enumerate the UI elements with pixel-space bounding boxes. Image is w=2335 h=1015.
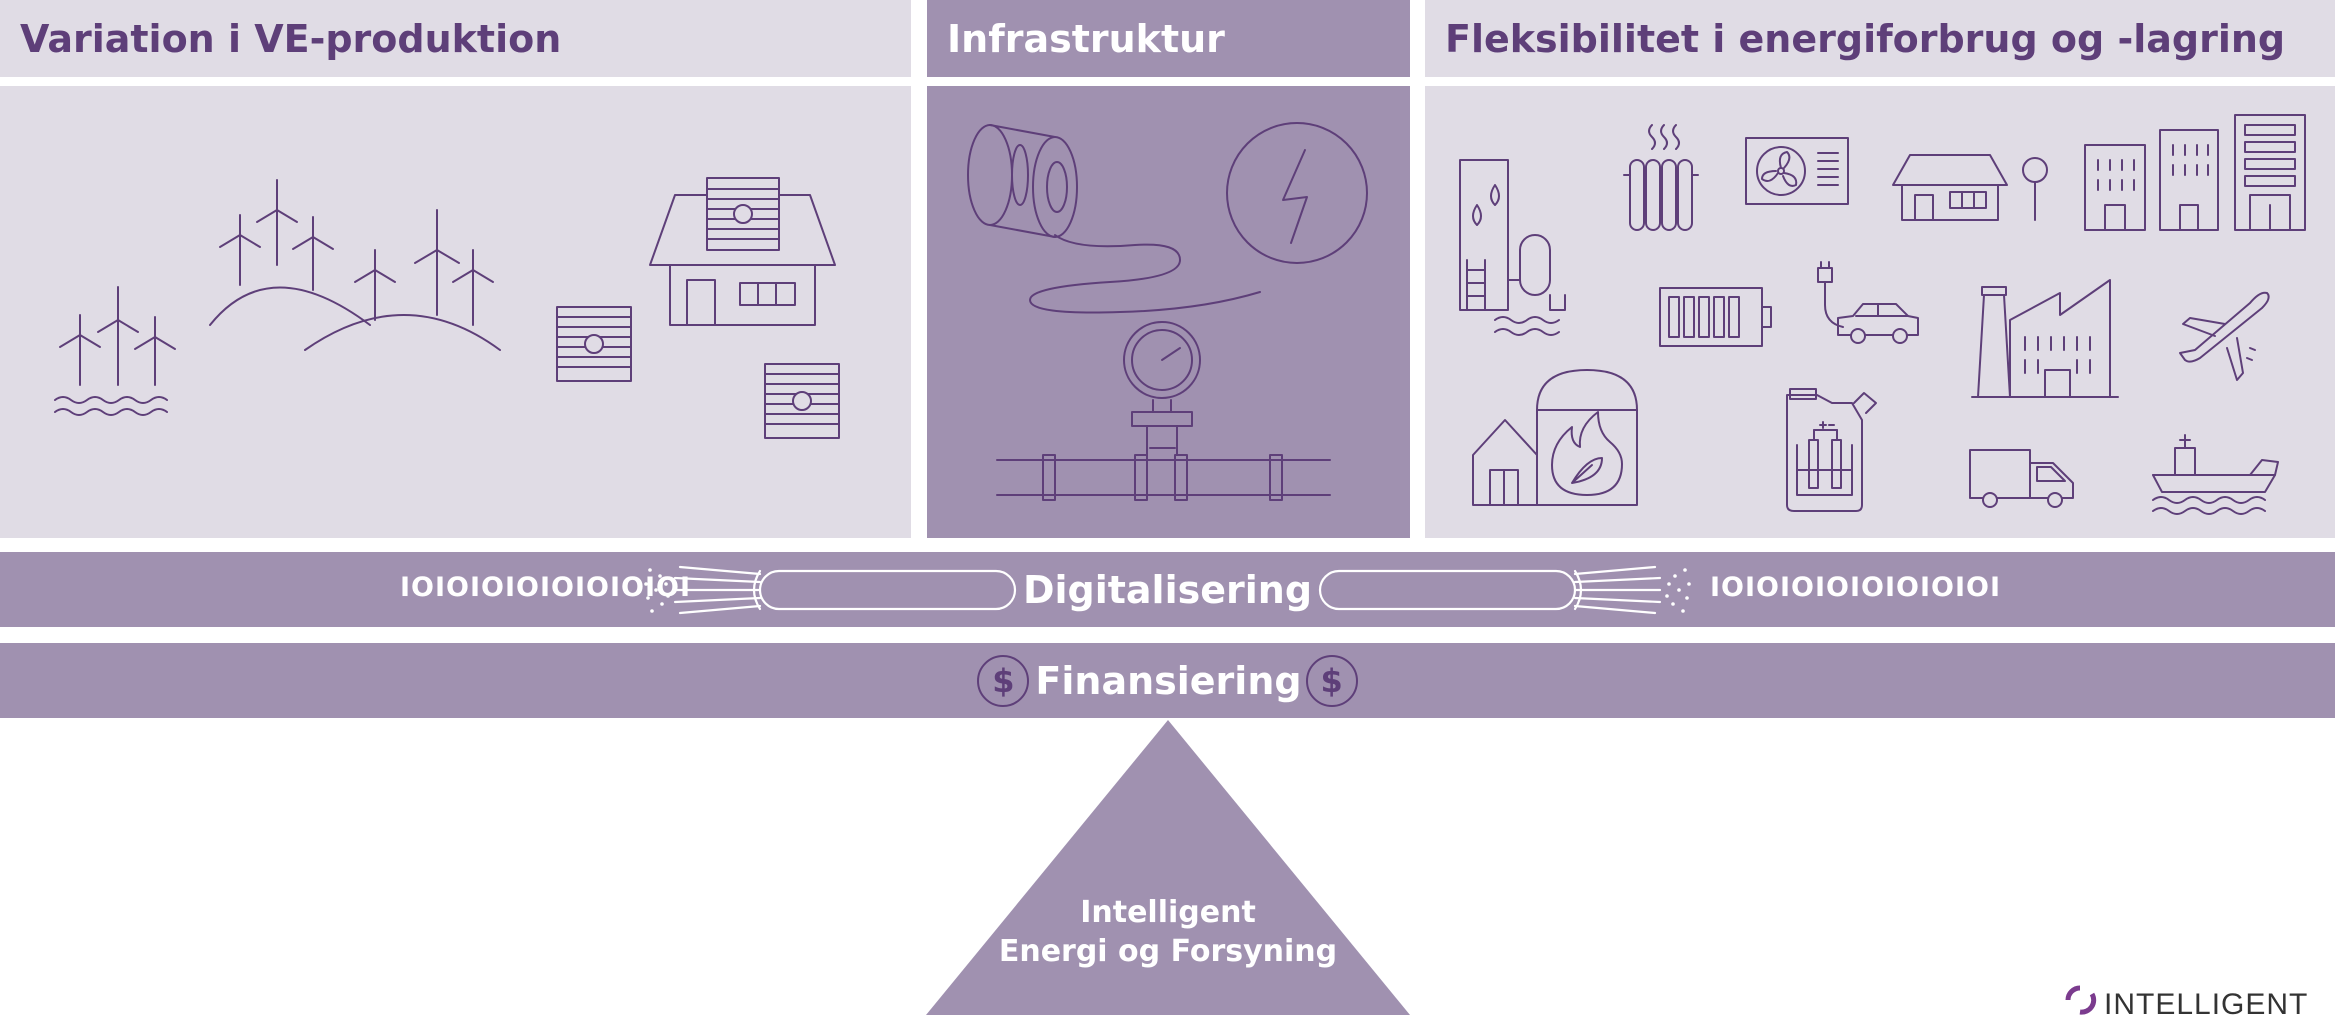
offshore-wind-icon	[54, 286, 176, 416]
logo-text: INTELLIGENT	[2104, 988, 2309, 1015]
dollar-symbol-left: $	[992, 661, 1015, 700]
ship-icon	[2152, 434, 2279, 515]
dollar-coin-icon-left: $	[977, 654, 1030, 707]
solar-panel-icon	[556, 306, 632, 382]
battery-icon	[1659, 287, 1772, 347]
binary-text-right: IOIOIOIOIOIOIOIOI	[1710, 572, 2002, 603]
house-with-solar-icon	[649, 177, 836, 326]
biogas-plant-icon	[1472, 369, 1638, 506]
dollar-coin-icon-right: $	[1305, 654, 1358, 707]
truck-icon	[1969, 449, 2074, 508]
foundation-triangle	[926, 720, 1410, 1015]
hydrogen-tank-icon	[1459, 159, 1566, 336]
house-icon	[1892, 154, 2048, 221]
digitalisation-band: IOIOIOIOIOIOIOIOI Digitalisering IOIOIOI…	[0, 552, 2335, 627]
flexibility-title: Fleksibilitet i energiforbrug og -lagrin…	[1445, 16, 2286, 61]
fuel-can-icon	[1786, 388, 1877, 512]
dollar-symbol-right: $	[1320, 661, 1343, 700]
electric-car-icon	[1817, 261, 1919, 344]
variation-panel	[0, 86, 911, 538]
fiber-cable-left-icon	[644, 565, 1017, 615]
variation-header: Variation i VE-produktion	[0, 0, 911, 77]
digitalisation-label: Digitalisering	[1022, 567, 1313, 612]
financing-band: $ Finansiering $	[0, 643, 2335, 718]
solar-panel-icon	[764, 363, 840, 439]
brand-logo: INTELLIGENT	[2062, 980, 2308, 1015]
flexibility-panel	[1425, 86, 2335, 538]
office-buildings-icon	[2084, 114, 2306, 231]
foundation-text: Intelligent Energi og Forsyning	[926, 893, 1410, 971]
gas-pipeline-icon	[996, 321, 1331, 501]
radiator-icon	[1623, 124, 1699, 231]
heat-pump-icon	[1745, 137, 1849, 205]
factory-icon	[1971, 279, 2119, 398]
financing-label: Finansiering	[1035, 658, 1302, 703]
foundation-line-1: Intelligent	[1080, 895, 1256, 930]
infrastructure-panel	[927, 86, 1410, 538]
binary-text-left: IOIOIOIOIOIOIOIOI	[400, 572, 692, 603]
fiber-cable-right-icon	[1318, 565, 1691, 615]
foundation-line-2: Energi og Forsyning	[998, 934, 1338, 969]
onshore-wind-icon	[209, 179, 501, 351]
cable-reel-icon	[967, 122, 1368, 314]
airplane-icon	[2179, 291, 2270, 381]
infrastructure-header: Infrastruktur	[927, 0, 1410, 77]
flexibility-header: Fleksibilitet i energiforbrug og -lagrin…	[1425, 0, 2335, 77]
logo-mark-icon	[2065, 985, 2097, 1015]
variation-title: Variation i VE-produktion	[20, 16, 562, 61]
infrastructure-title: Infrastruktur	[947, 16, 1225, 61]
